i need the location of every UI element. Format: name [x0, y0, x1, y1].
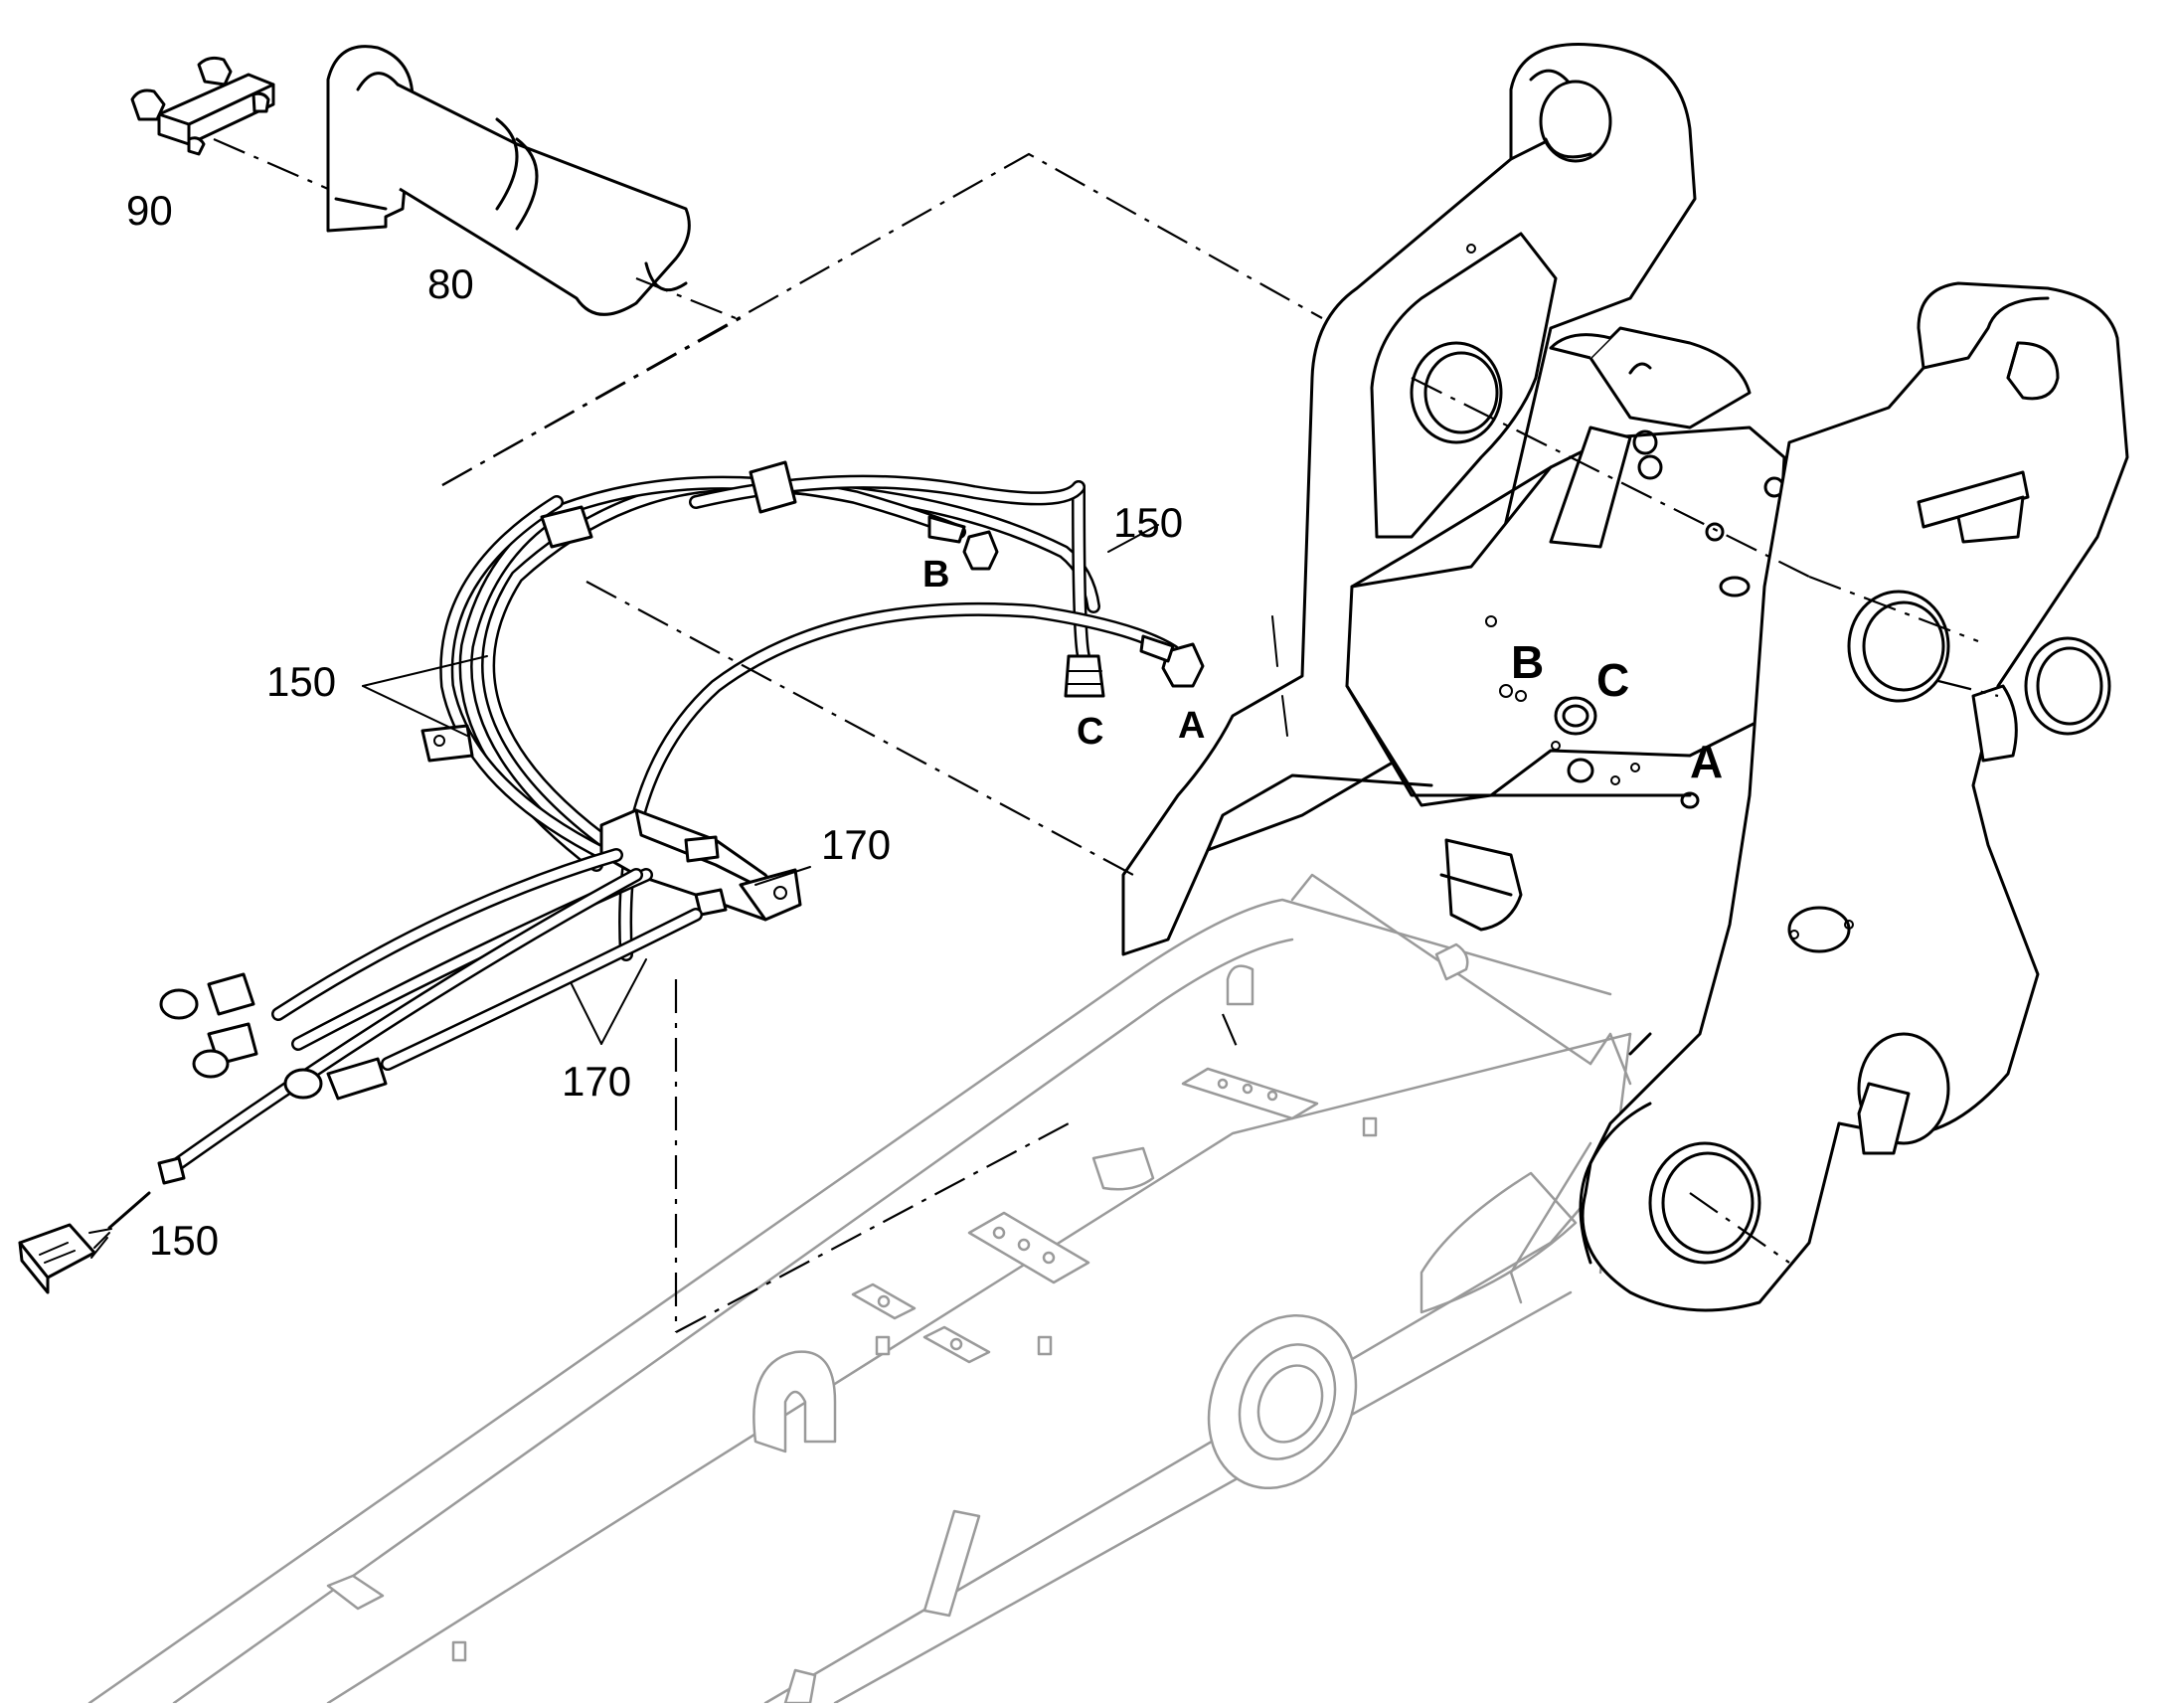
hose-port-b-label: B — [922, 554, 949, 596]
callout-150-upper: 150 — [1113, 499, 1183, 546]
coupler-port-a-label: A — [1690, 736, 1723, 787]
coupler-port-b-label: B — [1511, 636, 1544, 688]
hose-assembly — [18, 460, 1205, 1294]
hose-port-c-label: C — [1077, 711, 1103, 753]
callout-80: 80 — [427, 260, 474, 307]
callout-170-right: 170 — [821, 821, 891, 868]
assembly-lines — [213, 137, 1999, 1333]
arm-structure — [87, 873, 1632, 1705]
quick-coupler — [1121, 43, 2129, 1312]
pin-80 — [326, 45, 691, 316]
spacer-90 — [130, 56, 275, 156]
callout-90: 90 — [126, 187, 173, 234]
hose-port-a-label: A — [1178, 705, 1205, 747]
coupler-port-c-label: C — [1596, 654, 1629, 706]
callout-150-left: 150 — [266, 658, 336, 705]
callout-170-bottom: 170 — [562, 1058, 631, 1105]
callout-150-bottom: 150 — [149, 1217, 219, 1264]
